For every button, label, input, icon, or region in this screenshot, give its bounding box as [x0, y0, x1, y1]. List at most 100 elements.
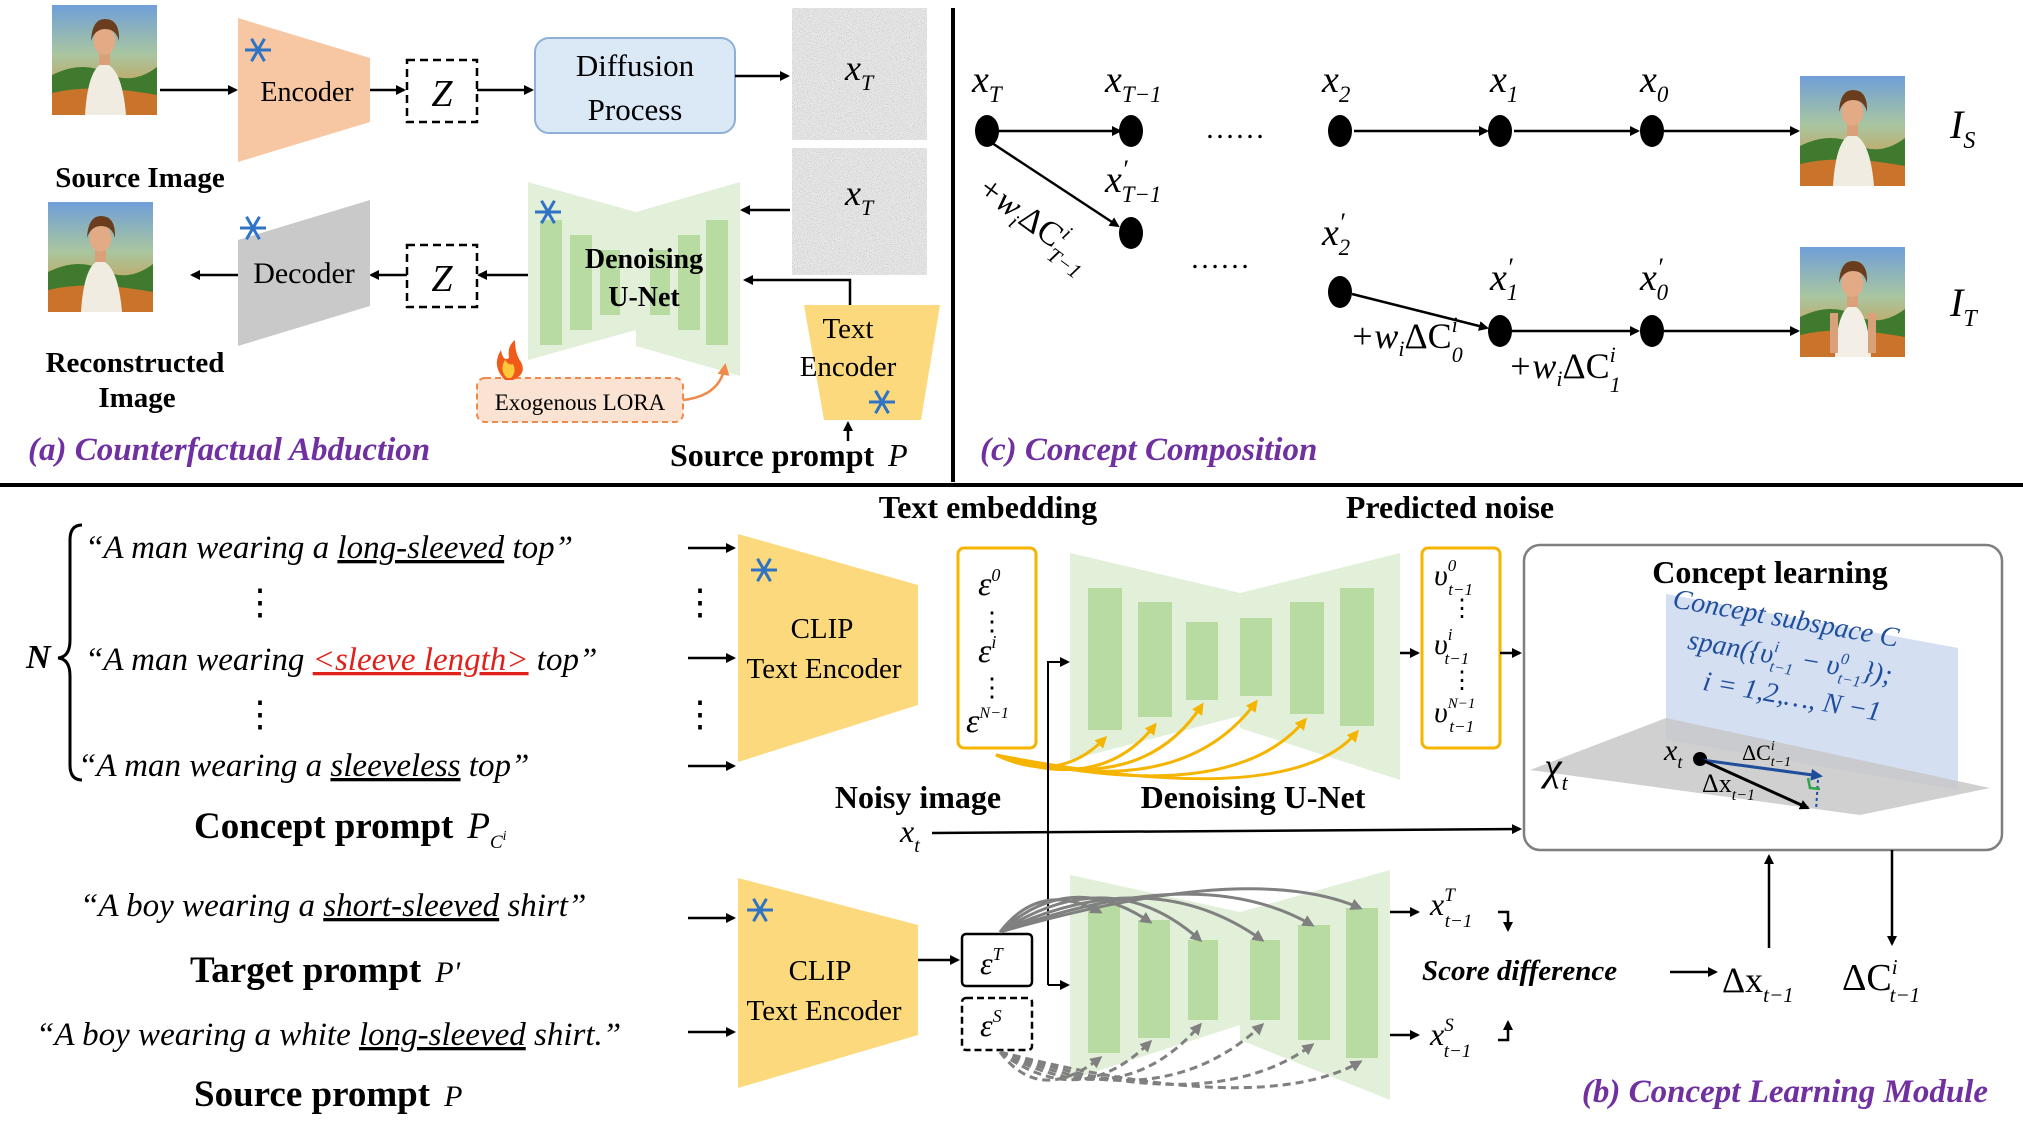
bracket-xT [1498, 910, 1513, 932]
eps-N: εN−1 [966, 703, 1009, 740]
node-x0 [1640, 115, 1664, 147]
target-condition-arrows [998, 887, 1363, 942]
flame-icon [496, 340, 523, 380]
clip-encoder-bottom [738, 878, 918, 1088]
target-prompt-text: “A boy wearing a short-sleeved shirt” [80, 888, 586, 924]
text-encoder-a-label-1: Text [822, 313, 873, 345]
node-x2-prime [1328, 276, 1352, 308]
noise-top-label: xT [844, 48, 875, 95]
panel-b: N “A man wearing a long-sleeved top” ⋮ “… [25, 489, 2004, 1115]
noisy-image-label: Noisy image [835, 779, 1001, 815]
bracket-xS [1498, 1020, 1513, 1042]
arrow-xt-to-concept [931, 824, 1522, 835]
xt-point [1693, 752, 1707, 766]
edge-diag [991, 141, 1120, 228]
arrow-xt-to-unet-top [1047, 657, 1070, 985]
N-label: N [25, 639, 52, 676]
node-label-x2: x2 [1321, 59, 1350, 107]
lora-arrow [682, 363, 730, 402]
noisy-image-xt: xt [899, 813, 920, 857]
delta-x-output: Δxt−1 [1722, 960, 1794, 1007]
node-label-x2-prime: x′2 [1321, 208, 1350, 260]
clip-top-label-1: CLIP [791, 613, 854, 645]
concept-prompt-3: “A man wearing a sleeveless top” [78, 748, 529, 784]
diag-label: +wiΔCiT−1 [965, 165, 1101, 283]
vdots-v-1: ⋮ [1450, 596, 1474, 622]
node-label-x1: x1 [1489, 59, 1518, 107]
source-condition-arrows [998, 1022, 1363, 1090]
source-prompt-text: “A boy wearing a white long-sleeved shir… [36, 1017, 621, 1053]
panel-a: Source Image Encoder Z Diffusion Process… [28, 5, 940, 473]
clip-top-label-2: Text Encoder [747, 653, 902, 685]
node-xT [975, 115, 999, 147]
noise-image-top [792, 8, 927, 140]
delta-x-vector [1701, 758, 1810, 810]
encoder-block [238, 18, 370, 162]
node-label-xT-1: xT−1 [1104, 59, 1162, 107]
noise-bottom-label: xT [844, 173, 875, 220]
xt-point-label: xt [1663, 734, 1683, 772]
concept-learning-title: Concept learning [1652, 554, 1888, 590]
unet-b-top [1070, 553, 1400, 780]
unet-a: Denoising U-Net [528, 182, 740, 376]
source-image-label: Source Image [55, 162, 225, 194]
encoder-label: Encoder [260, 77, 354, 108]
eps-S: εS [980, 1006, 1002, 1043]
node-label-xT: xT [971, 59, 1004, 107]
predicted-noise-box [1420, 546, 1502, 750]
label-IT: IT [1949, 280, 1978, 332]
arrow-textenc-to-unet [743, 275, 852, 305]
lora-box [476, 377, 684, 423]
caption-c: (c) Concept Composition [980, 432, 1317, 468]
edge-bot-1 [1351, 292, 1489, 331]
vdots-v-2: ⋮ [1450, 668, 1474, 694]
brace [57, 523, 83, 782]
clip-bottom-label-2: Text Encoder [747, 995, 902, 1027]
node-xT-1 [1119, 115, 1143, 147]
eps-S-box [960, 996, 1034, 1052]
caption-b: (b) Concept Learning Module [1582, 1074, 1988, 1110]
diffusion-process-box [534, 37, 736, 134]
clip-bottom-label-1: CLIP [789, 955, 852, 987]
score-difference-label: Score difference [1422, 955, 1617, 987]
diffusion-label-1: Diffusion [576, 48, 695, 83]
latent-z-label: Z [431, 73, 453, 115]
embedding-box [956, 546, 1038, 750]
noise-image-bottom [792, 148, 927, 275]
concept-prompt-1: “A man wearing a long-sleeved top” [85, 530, 573, 566]
delta-x-label: Δxt−1 [1702, 769, 1755, 804]
chi-label: χt [1540, 744, 1569, 795]
reconstructed-image [48, 202, 153, 312]
decoder-block [238, 200, 370, 346]
eps-0: ε0 [978, 565, 1000, 603]
node-label-x0-prime: x′0 [1639, 253, 1669, 305]
predicted-noise-label: Predicted noise [1346, 489, 1554, 525]
decoder-label: Decoder [253, 257, 355, 290]
node-xT-1-prime [1119, 217, 1143, 249]
eps-i: εi [978, 632, 996, 670]
node-x2 [1328, 115, 1352, 147]
image-IS [1800, 76, 1905, 186]
image-IT [1800, 247, 1905, 357]
vdots-3: ⋮ [682, 582, 718, 622]
source-image [52, 5, 157, 115]
denoising-unet-label: Denoising U-Net [1141, 779, 1366, 815]
projection-line [1815, 779, 1819, 811]
lora-label: Exogenous LORA [495, 390, 666, 415]
eps-T-box [960, 932, 1034, 988]
reconstructed-label-1: Reconstructed [46, 347, 225, 379]
reconstructed-label-2: Image [98, 382, 175, 414]
text-encoder-a-label-2: Encoder [800, 351, 897, 383]
